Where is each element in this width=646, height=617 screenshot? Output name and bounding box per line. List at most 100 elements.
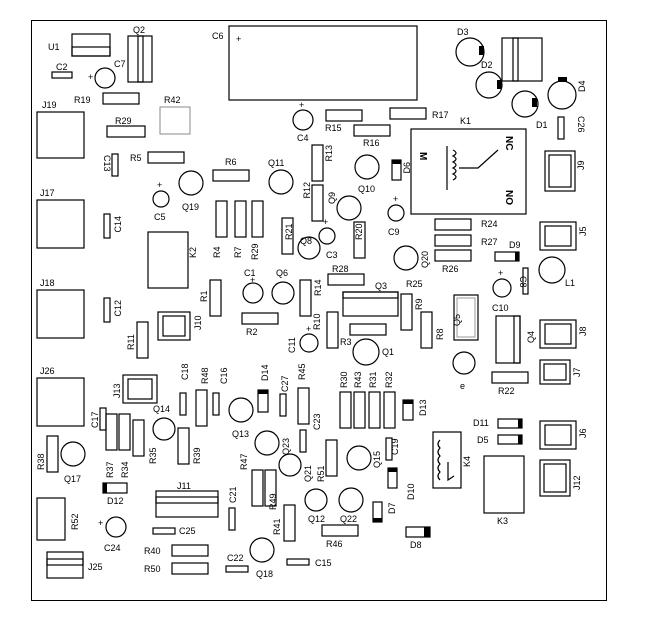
j11-inner	[155, 496, 219, 504]
r17-body	[389, 107, 427, 120]
q20-small-body	[452, 351, 476, 375]
r29-top-body	[106, 125, 146, 138]
label-R43: R43	[353, 371, 363, 388]
c11-plus: +	[306, 324, 311, 334]
q5-inner	[456, 297, 476, 338]
c7-body	[94, 67, 116, 89]
label-D10: D10	[406, 483, 416, 500]
label-R52: R52	[70, 513, 80, 530]
label-J19: J19	[42, 100, 57, 110]
k3-body	[483, 455, 525, 514]
d4-body	[547, 80, 577, 110]
j9-body	[544, 150, 576, 192]
q14-body	[152, 417, 176, 441]
label-J13: J13	[112, 383, 122, 398]
label-R2: R2	[246, 327, 258, 337]
label-C9: C9	[388, 227, 400, 237]
q11-body	[268, 169, 294, 195]
label-Q2: Q2	[133, 25, 145, 35]
r50-body	[171, 562, 209, 575]
q19-body	[178, 170, 204, 196]
r52-body	[36, 497, 66, 541]
label-J7: J7	[572, 367, 582, 377]
r24-body	[434, 218, 472, 231]
label-C6: C6	[212, 31, 224, 41]
c27-body	[279, 393, 287, 417]
d2-box-inner	[512, 37, 519, 82]
c2-body	[51, 71, 73, 79]
r35-body	[132, 419, 145, 457]
j12-inner	[543, 463, 567, 493]
label-R5: R5	[130, 153, 142, 163]
r34-body	[118, 413, 131, 451]
label-C22: C22	[227, 553, 244, 563]
label-L1: L1	[565, 278, 575, 288]
q4-tab	[513, 315, 521, 364]
c3-body	[318, 227, 336, 245]
label-R35: R35	[148, 447, 158, 464]
label-Q4: Q4	[526, 331, 536, 343]
label-C16: C16	[219, 367, 229, 384]
label-J12: J12	[572, 475, 582, 490]
label-D9: D9	[509, 240, 521, 250]
d1-body	[511, 90, 539, 118]
label-R42: R42	[164, 95, 181, 105]
label-R39: R39	[192, 447, 202, 464]
c4-body	[292, 109, 314, 131]
label-U1: U1	[48, 42, 60, 52]
r26-body	[434, 249, 472, 262]
q23-body	[254, 430, 280, 456]
c11-body	[299, 333, 319, 353]
j13-inner	[127, 378, 153, 400]
label-R49: R49	[268, 493, 278, 510]
k1-switch	[446, 146, 499, 190]
label-Q20: Q20	[420, 251, 430, 268]
r37-body	[105, 413, 118, 451]
label-R12: R12	[302, 182, 312, 199]
l1-body	[538, 256, 566, 284]
r7-body	[234, 200, 247, 238]
j17-body	[36, 199, 85, 249]
label-J8: J8	[578, 326, 588, 336]
j11-body	[155, 490, 219, 518]
c14-body	[103, 213, 111, 239]
label-R10: R10	[312, 313, 322, 330]
c9-body	[387, 204, 405, 222]
q5-body	[453, 294, 479, 341]
label-R37: R37	[105, 461, 115, 478]
label-C26: C26	[576, 116, 586, 133]
c9-plus: +	[393, 194, 398, 204]
j7-body	[539, 359, 571, 385]
r20-body	[353, 221, 366, 259]
q22-body	[338, 487, 364, 513]
label-R46: R46	[326, 539, 343, 549]
label-R40: R40	[144, 546, 161, 556]
d5-band	[518, 435, 522, 444]
label-J10: J10	[193, 315, 203, 330]
k4-body	[432, 431, 462, 489]
r49-body	[264, 469, 277, 507]
c13-body	[111, 153, 119, 177]
k1-coil	[451, 149, 457, 181]
c24-plus: +	[98, 518, 103, 528]
label-R22: R22	[498, 386, 515, 396]
r19-body	[102, 92, 140, 105]
label-R4: R4	[212, 246, 222, 258]
c18-body	[179, 392, 187, 416]
label-D1: D1	[536, 120, 548, 130]
label-Q22: Q22	[340, 514, 357, 524]
r15-body	[325, 109, 363, 122]
r31-body	[368, 391, 381, 429]
label-R50: R50	[144, 564, 161, 574]
label-R6: R6	[225, 157, 237, 167]
label-R15: R15	[325, 123, 342, 133]
label-D4: D4	[577, 80, 587, 92]
label-R24: R24	[481, 219, 498, 229]
label-R38: R38	[36, 453, 46, 470]
c4-plus: +	[299, 100, 304, 110]
label-Q8: Q8	[300, 236, 312, 246]
r51-body	[325, 439, 338, 477]
r10-body	[326, 311, 339, 349]
r28-body	[327, 273, 365, 286]
